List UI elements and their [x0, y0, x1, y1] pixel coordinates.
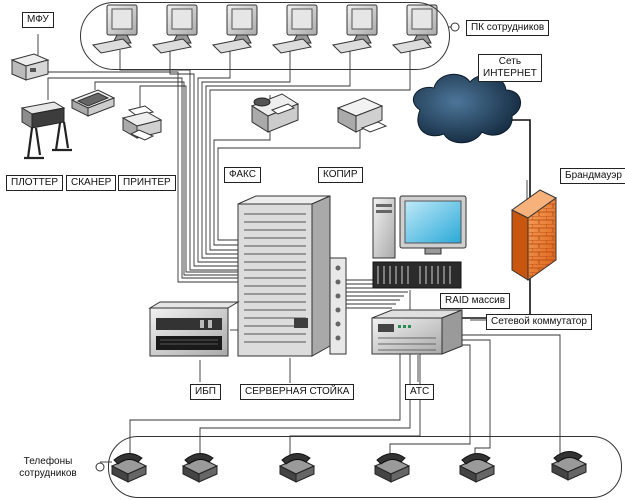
- firewall-icon: [511, 189, 557, 281]
- pc-monitor-icon: [151, 4, 198, 54]
- copier-icon: [336, 97, 388, 133]
- pc-monitor-icon: [271, 4, 318, 54]
- phones-employees-label: Телефоны сотрудников: [19, 456, 77, 479]
- network-switch-icon: [371, 309, 463, 355]
- printer-icon: [121, 105, 163, 141]
- pc-monitor-icon: [211, 4, 258, 54]
- mfu-icon: [10, 53, 50, 81]
- server-rack-label: СЕРВЕРНАЯ СТОЙКА: [240, 384, 355, 400]
- internet-cloud-icon: [413, 73, 521, 144]
- scanner-label: СКАНЕР: [66, 175, 117, 191]
- raid-array-icon: [372, 261, 462, 289]
- pc-group-marker-icon: [450, 22, 460, 32]
- phone-group-marker-icon: [95, 462, 105, 472]
- phone-icon: [181, 453, 219, 483]
- switch-label: Сетевой коммутатор: [486, 314, 592, 330]
- fax-icon: [250, 93, 300, 133]
- ups-label: ИБП: [190, 384, 221, 400]
- plotter-icon: [20, 101, 72, 160]
- mfu-label: МФУ: [22, 12, 54, 28]
- pc-monitor-icon: [331, 4, 378, 54]
- server-monitor-icon: [372, 195, 467, 259]
- internet-label: Сеть ИНТЕРНЕТ: [478, 54, 542, 82]
- firewall-label: Брандмауэр: [560, 168, 625, 184]
- phone-icon: [373, 453, 411, 483]
- copier-label: КОПИР: [318, 167, 363, 183]
- fax-label: ФАКС: [224, 167, 261, 183]
- pbx-label: АТС: [405, 384, 435, 400]
- phone-group-outline: [108, 436, 622, 498]
- phone-icon: [278, 453, 316, 483]
- plotter-label: ПЛОТТЕР: [6, 175, 64, 191]
- server-rack-icon: [237, 195, 347, 357]
- pc-employees-label: ПК сотрудников: [466, 20, 550, 36]
- printer-label: ПРИНТЕР: [118, 175, 176, 191]
- ups-icon: [148, 301, 240, 357]
- raid-label: RAID массив: [440, 293, 511, 309]
- phone-icon: [458, 453, 496, 483]
- pc-group: [91, 4, 438, 54]
- phone-icon: [550, 451, 588, 481]
- pc-group-outline: [80, 2, 450, 70]
- scanner-icon: [70, 89, 116, 117]
